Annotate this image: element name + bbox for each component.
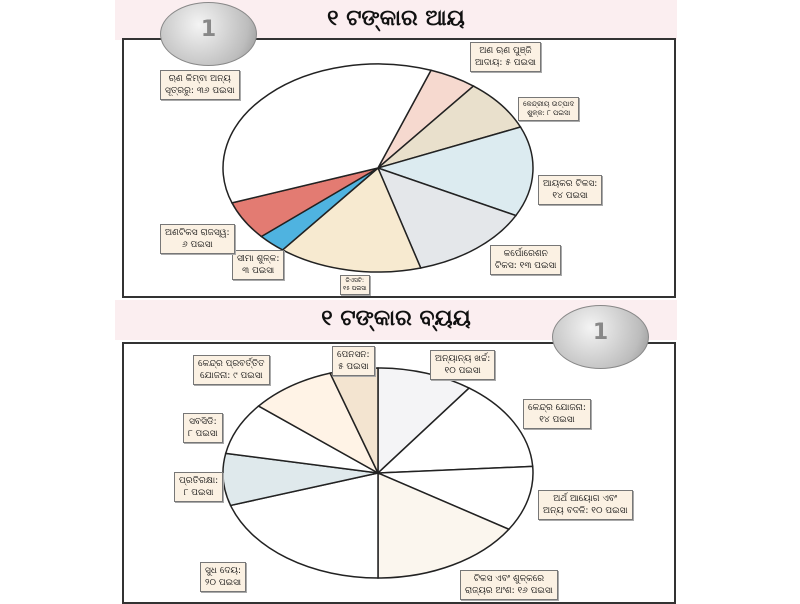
income-title: ୧ ଟଙ୍କାର ଆୟ: [327, 6, 465, 31]
pie-slice-0-3: [376, 166, 518, 269]
pie-slice-1-1: [376, 387, 534, 474]
label-gst: ଜିଏସଟି:୧୫ ପଇସା: [340, 275, 370, 295]
pie-slice-0-2: [375, 126, 534, 217]
label-defence: ପ୍ରତିରକ୍ଷା:୮ ପଇସା: [174, 472, 224, 502]
label-states-share: ଟିକସ ଏବଂ ଶୁଳ୍କରେରାଜ୍ୟର ଅଂଶ: ୧୬ ପଇସା: [460, 570, 558, 600]
label-other-expenditure: ଅନ୍ୟାନ୍ୟ ଖର୍ଚ୍ଚ:୧୦ ପଇସା: [430, 350, 496, 380]
label-customs: ସୀମା ଶୁଳ୍କ:୩ ପଇସା: [232, 250, 285, 280]
label-non-debt-capital: ଅଣ ଋଣ ପୁଞ୍ଜିଆଦାୟ: ୫ ପଇସା: [470, 42, 541, 72]
label-interest: ସୁଧ ଦେୟ:୨୦ ପଇସା: [200, 562, 246, 592]
label-non-tax-revenue: ଅଣଟିକସ ରାଜସ୍ୱ:୬ ପଇସା: [160, 224, 235, 254]
label-subsidies: ସବସିଡି:୮ ପଇସା: [183, 413, 223, 443]
coin-image-top: 1: [160, 2, 257, 66]
pie-slice-1-7: [257, 372, 380, 475]
pie-slice-0-4: [281, 166, 422, 273]
expense-title: ୧ ଟଙ୍କାର ବ୍ୟୟ: [321, 306, 471, 331]
pie-slice-1-2: [377, 465, 534, 531]
pie-slice-1-0: [377, 367, 471, 475]
coin-image-bottom: 1: [552, 305, 649, 369]
pie-slice-1-3: [377, 471, 511, 579]
pie-slice-1-4: [229, 472, 379, 579]
label-income-tax: ଆୟକର ଟିକସ:୧୪ ପଇସା: [538, 175, 603, 205]
label-central-sector-schemes: କେନ୍ଦ୍ର ଯୋଜନା:୧୪ ପଇସା: [523, 399, 591, 429]
label-pension: ପେନସନ:୫ ପଇସା: [332, 346, 375, 376]
pie-slice-0-7: [222, 63, 433, 204]
label-finance-commission: ଅର୍ଥ ଆୟୋଗ ଏବଂଅନ୍ୟ ବଦଳି: ୧୦ ପଇସା: [538, 490, 633, 520]
